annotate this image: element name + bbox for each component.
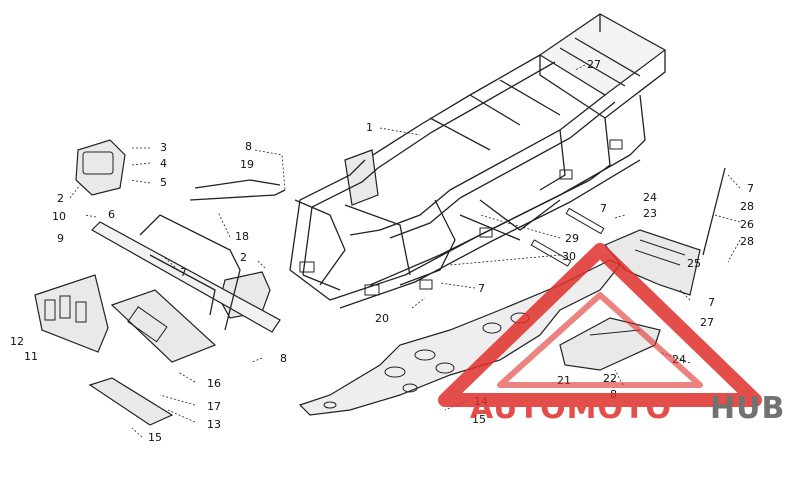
callout-16: 16 (207, 377, 221, 390)
callout-15: 15 (472, 413, 486, 426)
headlight-left (75, 139, 126, 196)
warning-triangle-icon (438, 243, 762, 407)
callout-15: 15 (148, 431, 162, 444)
watermark-logo: AUTOMOTO HUB (438, 243, 785, 426)
callout-5: 5 (160, 176, 167, 189)
callout-8: 8 (245, 140, 252, 153)
callout-30: 30 (562, 250, 576, 263)
callout-27: 27 (700, 316, 714, 329)
front-bumper (91, 179, 286, 333)
callout-8: 8 (280, 352, 287, 365)
front-guard (110, 289, 217, 363)
watermark-text-a: AUTOMOTO (470, 391, 672, 426)
callout-7: 7 (708, 296, 715, 309)
callout-29: 29 (565, 232, 579, 245)
callout-26: 26 (740, 218, 754, 231)
callout-25: 25 (687, 257, 701, 270)
callout-7: 7 (747, 182, 754, 195)
callout-10: 10 (52, 210, 66, 223)
watermark-text-b: HUB (710, 391, 785, 426)
main-frame (289, 13, 667, 309)
callout-27: 27 (587, 58, 601, 71)
callout-4: 4 (160, 157, 167, 170)
grille-panel (34, 274, 109, 353)
callout-7: 7 (600, 202, 607, 215)
callout-13: 13 (207, 418, 221, 431)
callout-23: 23 (643, 207, 657, 220)
callout-18: 18 (235, 230, 249, 243)
callout-9: 9 (57, 232, 64, 245)
callout-7: 7 (478, 282, 485, 295)
callout-28: 28 (740, 200, 754, 213)
callout-3: 3 (160, 141, 167, 154)
callout-22: 22 (603, 372, 617, 385)
callout-20: 20 (375, 312, 389, 325)
callout-6: 6 (108, 208, 115, 221)
callout-2: 2 (57, 192, 64, 205)
callout-19: 19 (240, 158, 254, 171)
footrest-lower (559, 317, 661, 371)
callout-28: 28 (740, 235, 754, 248)
callout-1: 1 (366, 121, 373, 134)
callout-17: 17 (207, 400, 221, 413)
callout-11: 11 (24, 350, 38, 363)
brace-rods (530, 167, 726, 267)
callout-7: 7 (180, 266, 187, 279)
callout-2: 2 (240, 251, 247, 264)
leader-lines (69, 64, 741, 438)
lower-guard (88, 377, 174, 426)
callout-12: 12 (10, 335, 24, 348)
callout-24: 24 (643, 191, 657, 204)
